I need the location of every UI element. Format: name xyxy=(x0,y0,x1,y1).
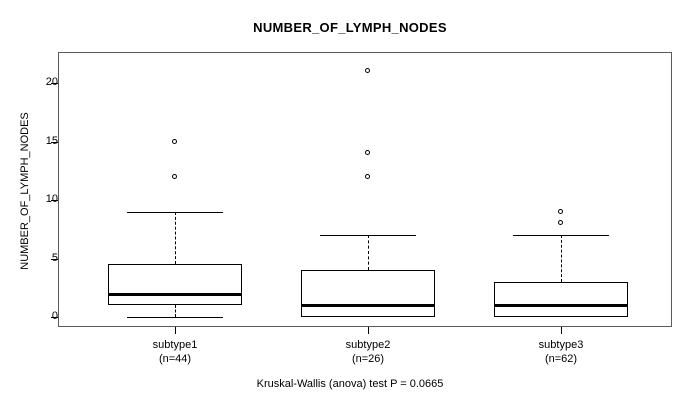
y-tick-label: 15 xyxy=(45,134,58,147)
y-tick-label: 5 xyxy=(51,251,58,264)
x-tick-mark xyxy=(561,327,562,334)
plot-frame xyxy=(58,52,672,327)
x-tick-label-count: (n=26) xyxy=(351,353,385,365)
y-tick-mark xyxy=(51,141,58,143)
y-tick-mark xyxy=(51,317,58,318)
x-tick-label-count: (n=44) xyxy=(158,353,192,365)
x-tick-label-name: subtype3 xyxy=(538,339,584,351)
x-tick-label-name: subtype2 xyxy=(345,339,391,351)
y-tick-mark xyxy=(51,200,58,201)
x-tick-label-count: (n=62) xyxy=(544,353,578,365)
x-tick-label-subtype3: subtype3 (n=62) xyxy=(481,338,641,366)
y-tick-label: 20 xyxy=(45,76,58,88)
x-tick-label-subtype1: subtype1 (n=44) xyxy=(95,338,255,366)
page-title: NUMBER_OF_LYMPH_NODES xyxy=(253,20,447,35)
x-tick-label-name: subtype1 xyxy=(152,339,198,351)
y-tick-mark xyxy=(51,258,58,260)
y-tick-mark xyxy=(51,83,58,84)
x-tick-label-subtype2: subtype2 (n=26) xyxy=(288,338,448,366)
y-tick-label: 10 xyxy=(45,193,58,205)
y-tick-label: 0 xyxy=(51,310,58,322)
y-axis: 0 5 10 15 20 xyxy=(0,0,58,400)
statistical-test-caption: Kruskal-Wallis (anova) test P = 0.0665 xyxy=(256,378,444,390)
x-tick-mark xyxy=(368,327,369,334)
x-tick-mark xyxy=(175,327,176,334)
